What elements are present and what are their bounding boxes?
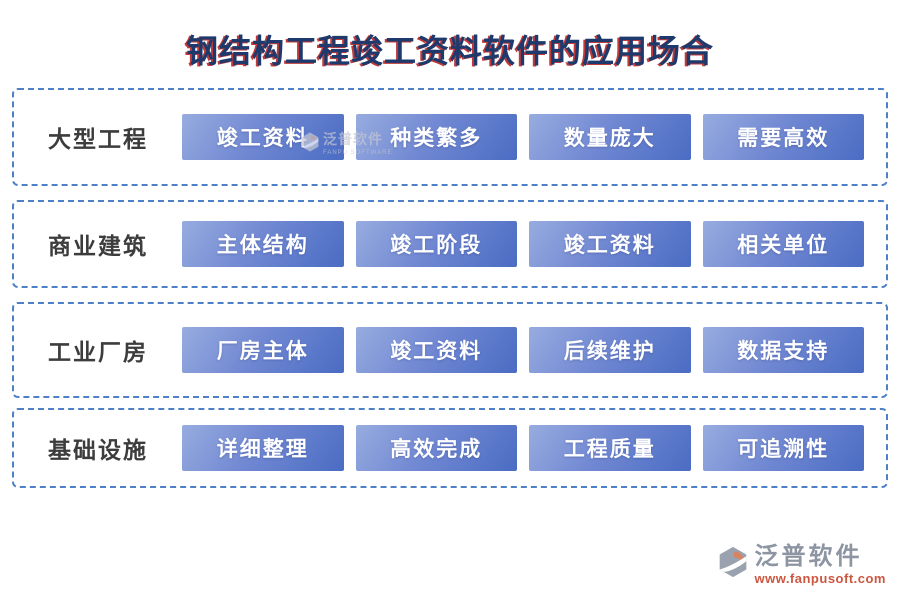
footer-brand-name: 泛普软件	[754, 544, 863, 570]
fanpu-logo-icon	[717, 545, 749, 584]
feature-button[interactable]: 工程质量	[529, 425, 691, 471]
feature-button[interactable]: 厂房主体	[182, 327, 344, 373]
feature-button[interactable]: 种类繁多	[355, 114, 517, 160]
feature-button[interactable]: 竣工资料	[529, 221, 691, 267]
page-title: 钢结构工程竣工资料软件的应用场合	[185, 33, 714, 69]
feature-button[interactable]: 后续维护	[529, 327, 691, 373]
row-label: 工业厂房	[48, 340, 148, 365]
feature-button[interactable]: 相关单位	[702, 221, 864, 267]
footer-website-link[interactable]: www.fanpusoft.com	[754, 571, 886, 586]
feature-button[interactable]: 高效完成	[355, 425, 517, 471]
footer-brand-block: 泛普软件 www.fanpusoft.com	[717, 545, 886, 585]
scenario-row-infrastructure: 基础设施 详细整理 高效完成 工程质量 可追溯性	[12, 408, 888, 488]
scenario-row-industrial-plants: 工业厂房 厂房主体 竣工资料 后续维护 数据支持	[12, 302, 888, 398]
feature-button[interactable]: 可追溯性	[702, 425, 864, 471]
feature-button-group: 主体结构 竣工阶段 竣工资料 相关单位	[182, 221, 864, 267]
feature-button[interactable]: 需要高效	[702, 114, 864, 160]
row-label: 大型工程	[48, 127, 148, 152]
scenario-row-commercial-buildings: 商业建筑 主体结构 竣工阶段 竣工资料 相关单位	[12, 200, 888, 288]
row-label: 基础设施	[48, 438, 148, 463]
feature-button[interactable]: 竣工资料	[355, 327, 517, 373]
feature-button[interactable]: 数据支持	[702, 327, 864, 373]
feature-button[interactable]: 详细整理	[182, 425, 344, 471]
feature-button[interactable]: 竣工阶段	[355, 221, 517, 267]
feature-button-group: 竣工资料 种类繁多 数量庞大 需要高效	[182, 114, 864, 160]
feature-button-group: 详细整理 高效完成 工程质量 可追溯性	[182, 425, 864, 471]
row-label: 商业建筑	[48, 234, 148, 259]
feature-button[interactable]: 竣工资料	[182, 114, 344, 160]
feature-button[interactable]: 数量庞大	[529, 114, 691, 160]
scenario-row-large-projects: 大型工程 竣工资料 种类繁多 数量庞大 需要高效	[12, 88, 888, 186]
feature-button-group: 厂房主体 竣工资料 后续维护 数据支持	[182, 327, 864, 373]
feature-button[interactable]: 主体结构	[182, 221, 344, 267]
